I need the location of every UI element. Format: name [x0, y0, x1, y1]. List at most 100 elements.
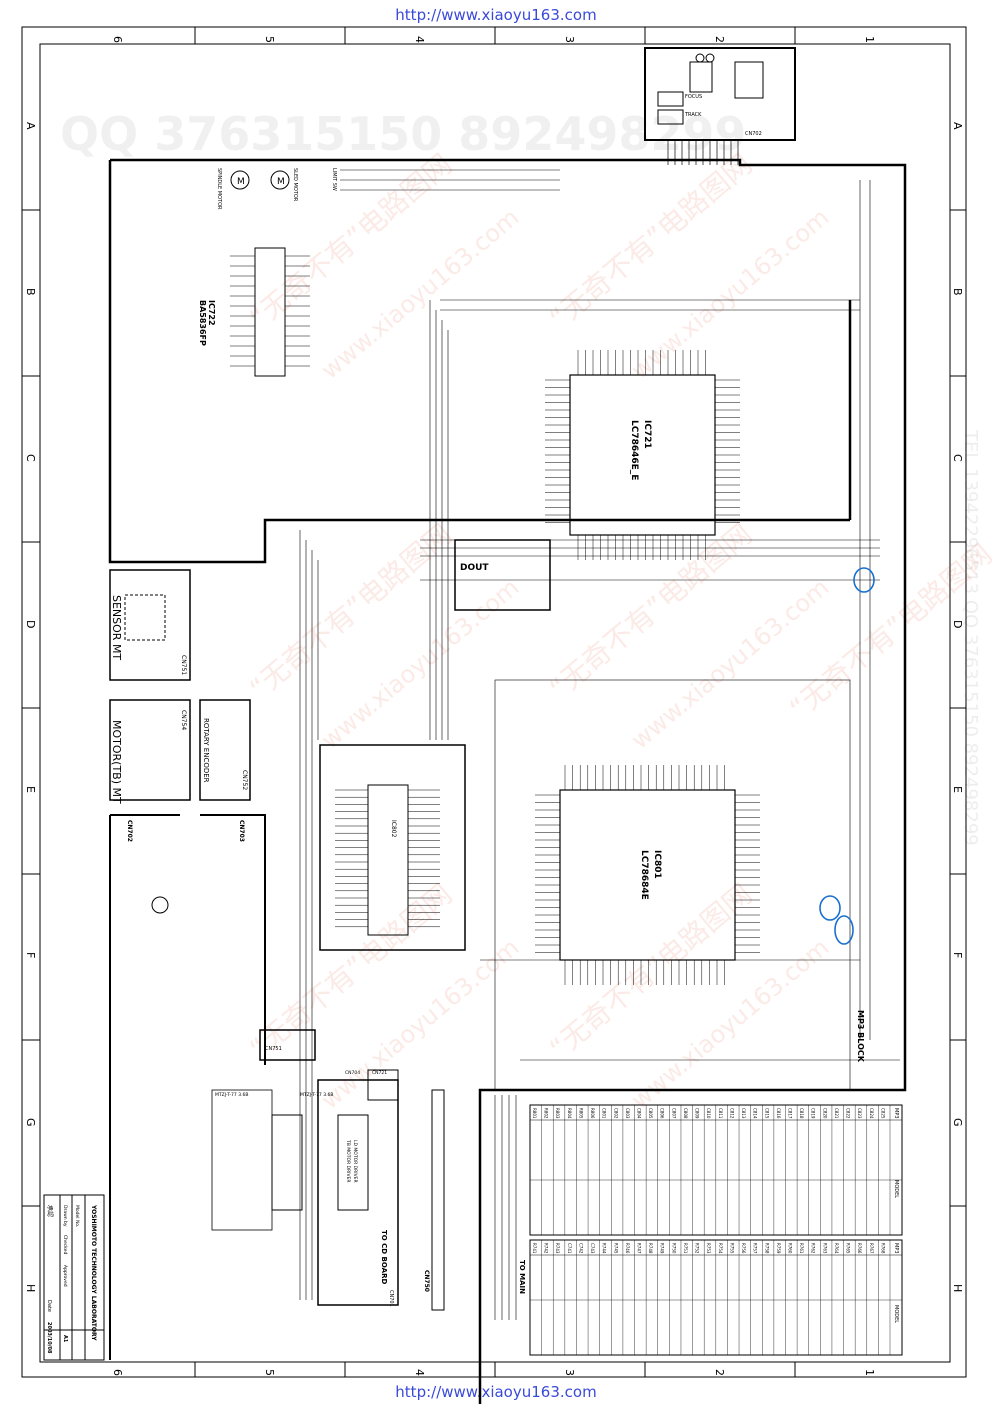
row-letter: F — [951, 952, 964, 958]
bom-ref: R747 — [637, 1243, 642, 1254]
bom-ref: R741 — [532, 1243, 537, 1254]
bus-lines — [299, 169, 900, 1320]
bom-ref: R742 — [544, 1243, 549, 1254]
bom-ref: C811 — [718, 1108, 723, 1119]
sheet-frame — [21, 26, 967, 1378]
col-num: 3 — [563, 36, 576, 43]
ic802-ref: IC802 — [390, 820, 397, 838]
cn703-label: CN703 — [238, 820, 245, 842]
col-num: 2 — [713, 36, 726, 43]
row-letter: B — [951, 288, 964, 296]
track-label: TRACK — [684, 112, 702, 118]
bom-ref: R802 — [544, 1108, 549, 1119]
pickup-cn: CN702 — [745, 131, 762, 137]
bom-ref: R751 — [683, 1243, 688, 1254]
rotary-encoder-box: ROTARY ENCODER CN752 — [199, 699, 251, 801]
footer-url[interactable]: http://www.xiaoyu163.com — [395, 1383, 597, 1401]
col-num: 5 — [263, 36, 276, 43]
row-letters-right: A B C D E F G H — [951, 122, 964, 1292]
bom-ref: R767 — [869, 1243, 874, 1254]
svg-text:MTZJ-T-77 3.6B: MTZJ-T-77 3.6B — [300, 1092, 333, 1098]
spindle-motor: M SPINDLE MOTOR — [216, 168, 250, 210]
bom-ref: C805 — [648, 1108, 653, 1119]
bom-ref: R743 — [555, 1243, 560, 1254]
bom-ref: C823 — [857, 1108, 862, 1119]
ic722-part: BA5836FP — [198, 300, 207, 346]
bom-ref: R753 — [706, 1243, 711, 1254]
svg-text:Drawn by: Drawn by — [62, 1205, 68, 1227]
to-cd-board-block: TO CD BOARD CN701 LD MOTOR DRIVER TB MOT… — [300, 1069, 399, 1307]
col-num: 5 — [263, 1369, 276, 1376]
watermark-tel: TEL 13942296513 QQ 376315150 892498299 — [960, 429, 981, 846]
row-letter: C — [951, 454, 964, 462]
bom-ref: R759 — [776, 1243, 781, 1254]
bom-ref: C824 — [869, 1108, 874, 1119]
cn702-label: CN702 — [126, 820, 133, 842]
bom-ref: R758 — [764, 1243, 769, 1254]
svg-text:Checked: Checked — [62, 1235, 68, 1254]
bom-ref: R756 — [741, 1243, 746, 1254]
ic801-ref: IC801 — [652, 850, 662, 879]
watermark-cn: “无奇不有”电路图网 “无奇不有”电路图网 “无奇不有”电路图网 “无奇不有”电… — [243, 147, 992, 1065]
column-numbers-top: 6 5 4 3 2 1 — [111, 36, 876, 43]
svg-text:CN751: CN751 — [180, 655, 187, 675]
watermark-qq: QQ 376315150 892498299 — [60, 107, 746, 161]
bom-ref: C818 — [799, 1108, 804, 1119]
bom-ref: C803 — [625, 1108, 630, 1119]
bom-ref: R805 — [578, 1108, 583, 1119]
rotary-encoder-title: ROTARY ENCODER — [202, 718, 210, 783]
bom-ref: C807 — [671, 1108, 676, 1119]
limit-sw-label: LIMIT SW — [331, 168, 337, 191]
bom-ref: C810 — [706, 1108, 711, 1119]
sensor-mt-box: SENSOR MT CN751 — [109, 569, 191, 681]
bom-ref: R748 — [648, 1243, 653, 1254]
row-letter: F — [24, 952, 37, 958]
bom-ref: R768 — [880, 1243, 885, 1254]
header-url[interactable]: http://www.xiaoyu163.com — [395, 6, 597, 24]
svg-text:M: M — [237, 177, 245, 187]
ic801-part: LC78684E — [639, 850, 649, 900]
bom-ref: C808 — [683, 1108, 688, 1119]
main-ground-outline — [110, 158, 907, 1404]
mp3-block-label: MP3 BLOCK — [856, 1010, 865, 1063]
title-block: YOSHIMOTO TECHNOLOGY LABORATORY 承認 Model… — [43, 1194, 105, 1361]
svg-text:Approved: Approved — [62, 1265, 68, 1287]
dout-label: DOUT — [460, 563, 489, 573]
row-letter: H — [24, 1284, 37, 1292]
ic721-ref: IC721 — [642, 420, 652, 449]
bom-ref: C804 — [637, 1108, 642, 1119]
bom-ref: C806 — [660, 1108, 665, 1119]
bom-ref: C809 — [695, 1108, 700, 1119]
company-name: YOSHIMOTO TECHNOLOGY LABORATORY — [90, 1204, 97, 1341]
sensor-mt-title: SENSOR MT — [110, 595, 123, 660]
bom-ref: C742 — [578, 1243, 583, 1254]
svg-text:Date: Date — [46, 1300, 52, 1312]
svg-text:CN750: CN750 — [423, 1270, 430, 1292]
col-num: 2 — [713, 1369, 726, 1376]
bom-ref: C801 — [602, 1108, 607, 1119]
row-letter: G — [24, 1118, 37, 1127]
motor-tb-box: MOTOR(TB) MT CN754 — [109, 699, 191, 804]
bom-ref: R745 — [613, 1243, 618, 1254]
row-letter: E — [24, 786, 37, 793]
to-main: TO MAIN — [518, 1260, 526, 1294]
bom-ref: C821 — [834, 1108, 839, 1119]
col-num: 6 — [111, 1369, 124, 1376]
svg-text:M: M — [277, 177, 285, 187]
bom-ref: R761 — [799, 1243, 804, 1254]
svg-text:LD MOTOR DRIVER: LD MOTOR DRIVER — [352, 1140, 358, 1183]
sheet-size: A1 — [62, 1335, 68, 1343]
bom-ref: C816 — [776, 1108, 781, 1119]
bom-ref: R746 — [625, 1243, 630, 1254]
column-numbers-bottom: 6 5 4 3 2 1 — [111, 1369, 876, 1376]
bom-ref: R760 — [787, 1243, 792, 1254]
bom-ref: R763 — [822, 1243, 827, 1254]
col-num: 3 — [563, 1369, 576, 1376]
bom-ref: R749 — [660, 1243, 665, 1254]
bom-right-header: MP3 — [893, 1243, 899, 1254]
svg-text:Model No.: Model No. — [74, 1205, 80, 1227]
row-letter: G — [951, 1118, 964, 1127]
svg-text:CN751: CN751 — [265, 1046, 282, 1052]
col-num: 1 — [863, 1369, 876, 1376]
bom-ref: C822 — [846, 1108, 851, 1119]
